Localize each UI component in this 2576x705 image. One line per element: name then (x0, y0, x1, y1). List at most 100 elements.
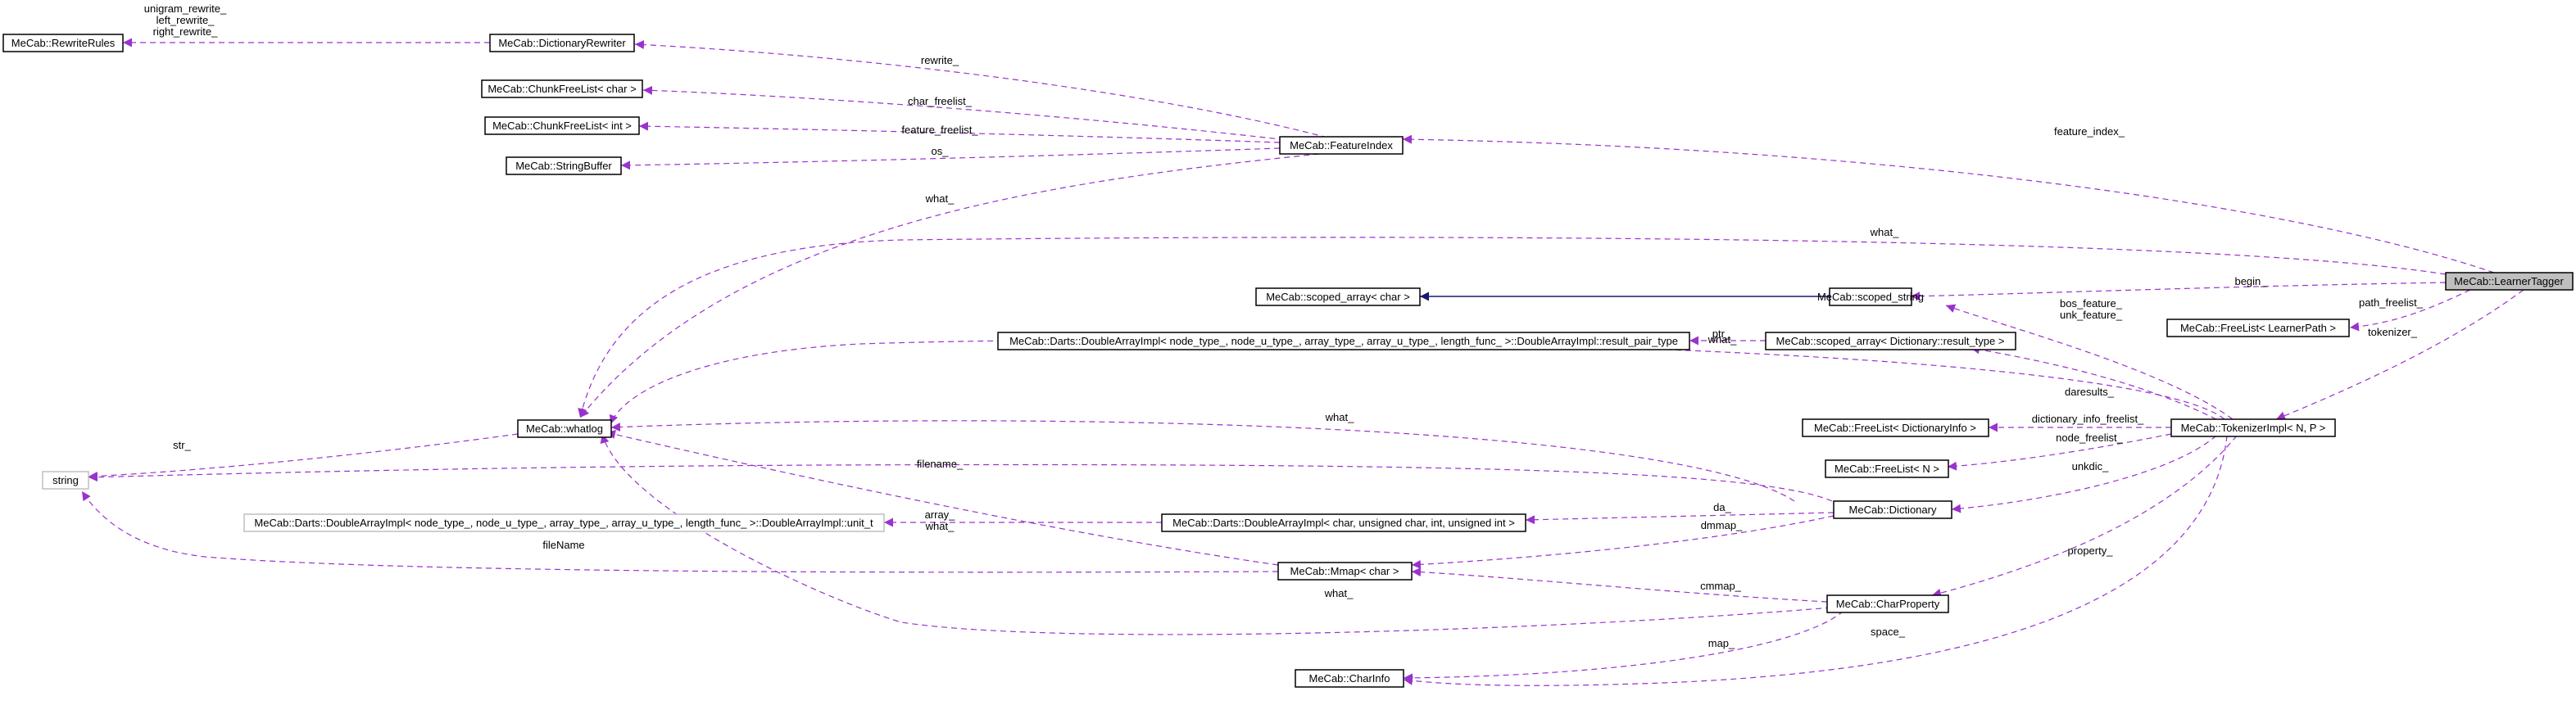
edge-da (1525, 512, 1834, 525)
label-lt-what: what_ (1870, 226, 1899, 238)
node-label: MeCab::Darts::DoubleArrayImpl< char, uns… (1172, 517, 1515, 529)
node-label: MeCab::ChunkFreeList< char > (488, 83, 636, 95)
node-chunk-freelist-int[interactable]: MeCab::ChunkFreeList< int > (484, 116, 640, 135)
edge-tokenizer (2275, 289, 2524, 420)
label-dictionary-info-freelist: dictionary_info_freelist_ (2032, 413, 2144, 425)
edge-unkdic (1951, 435, 2217, 513)
label-space: space_ (1871, 626, 1906, 638)
node-char-info[interactable]: MeCab::CharInfo (1295, 669, 1404, 688)
node-double-array-unit[interactable]: MeCab::Darts::DoubleArrayImpl< node_type… (243, 513, 885, 532)
node-scoped-array-char[interactable]: MeCab::scoped_array< char > (1255, 287, 1421, 306)
edge-path-freelist (2349, 289, 2471, 332)
node-label: MeCab::CharProperty (1836, 598, 1940, 610)
node-label: MeCab::RewriteRules (11, 37, 116, 49)
edge-bos-unk (1945, 304, 2234, 420)
label-unkdic: unkdic_ (2072, 460, 2110, 472)
node-label: MeCab::scoped_string (1817, 291, 1924, 303)
label-str: str_ (173, 439, 191, 451)
edge-os (620, 147, 1281, 170)
node-freelist-dictinfo[interactable]: MeCab::FreeList< DictionaryInfo > (1802, 418, 1989, 437)
edge-feature-index (1402, 134, 2495, 273)
node-feature-index[interactable]: MeCab::FeatureIndex (1279, 136, 1404, 155)
node-double-array-char[interactable]: MeCab::Darts::DoubleArrayImpl< char, uns… (1161, 513, 1526, 532)
node-label: MeCab::StringBuffer (515, 160, 612, 172)
label-rewrite: rewrite_ (921, 54, 959, 66)
edge-node-freelist (1947, 433, 2172, 471)
edge-daresults (1970, 345, 2217, 420)
edge-dict-what (610, 420, 1795, 502)
node-string[interactable]: string (42, 471, 89, 490)
label-feature-freelist: feature_freelist_ (901, 124, 978, 136)
node-label: MeCab::FreeList< DictionaryInfo > (1814, 422, 1976, 434)
node-chunk-freelist-char[interactable]: MeCab::ChunkFreeList< char > (481, 79, 643, 98)
node-label: MeCab::FreeList< N > (1834, 463, 1939, 475)
node-tokenizer-impl[interactable]: MeCab::TokenizerImpl< N, P > (2170, 418, 2336, 437)
node-label: MeCab::Darts::DoubleArrayImpl< node_type… (1009, 335, 1678, 347)
label-char-freelist: char_freelist_ (908, 95, 973, 107)
label-node-freelist: node_freelist_ (2056, 432, 2123, 444)
label-tokenizer: tokenizer_ (2368, 326, 2418, 338)
label-fi-what: what_ (925, 192, 955, 205)
label-bos-unk: bos_feature_unk_feature_ (2060, 297, 2123, 321)
edge-property (1931, 435, 2238, 598)
label-dict-what: what_ (1325, 411, 1354, 423)
node-result-pair-type[interactable]: MeCab::Darts::DoubleArrayImpl< node_type… (997, 332, 1690, 350)
node-whatlog[interactable]: MeCab::whatlog (517, 419, 612, 438)
node-label: MeCab::Mmap< char > (1290, 565, 1399, 577)
node-label: MeCab::FreeList< LearnerPath > (2180, 322, 2336, 334)
edge-str (88, 433, 519, 481)
edge-lt-what (578, 237, 2447, 418)
nodes: MeCab::RewriteRules MeCab::DictionaryRew… (2, 34, 2574, 688)
node-label: string (52, 474, 79, 486)
label-begin: begin_ (2234, 275, 2267, 287)
node-rewrite-rules[interactable]: MeCab::RewriteRules (2, 34, 124, 52)
node-label: MeCab::LearnerTagger (2454, 275, 2564, 287)
node-string-buffer[interactable]: MeCab::StringBuffer (506, 156, 622, 175)
edge-feature-freelist (638, 121, 1281, 143)
node-label: MeCab::scoped_array< char > (1266, 291, 1410, 303)
edge-space (1403, 435, 2228, 686)
edge-char-freelist (642, 85, 1295, 142)
node-label: MeCab::CharInfo (1309, 672, 1390, 685)
label-ptr: ptr_ (1712, 328, 1731, 340)
edge-dmmap (1411, 515, 1834, 569)
label-filename2: fileName (542, 539, 584, 551)
node-label: MeCab::Dictionary (1849, 504, 1937, 516)
node-label: MeCab::TokenizerImpl< N, P > (2181, 422, 2326, 434)
node-label: MeCab::FeatureIndex (1290, 139, 1393, 151)
label-map: map_ (1708, 637, 1735, 649)
node-dictionary[interactable]: MeCab::Dictionary (1833, 500, 1952, 519)
node-freelist-learner-path[interactable]: MeCab::FreeList< LearnerPath > (2166, 319, 2350, 337)
edge-begin (1910, 282, 2447, 301)
label-dmmap: dmmap_ (1701, 519, 1743, 531)
label-rewrite-rules: unigram_rewrite_left_rewrite_right_rewri… (144, 2, 227, 38)
node-label: MeCab::DictionaryRewriter (498, 37, 626, 49)
node-scoped-string[interactable]: MeCab::scoped_string (1817, 287, 1924, 306)
label-feature-index: feature_index_ (2054, 125, 2125, 138)
edge-map (1403, 610, 1844, 683)
node-scoped-array-result[interactable]: MeCab::scoped_array< Dictionary::result_… (1765, 332, 2016, 350)
node-freelist-n[interactable]: MeCab::FreeList< N > (1825, 459, 1949, 478)
node-mmap-char[interactable]: MeCab::Mmap< char > (1277, 562, 1413, 581)
label-mmap-what: what_ (1324, 587, 1354, 599)
label-os: os_ (932, 145, 950, 157)
node-label: MeCab::Darts::DoubleArrayImpl< node_type… (254, 517, 873, 529)
edge-array-what (605, 430, 1279, 566)
node-dictionary-rewriter[interactable]: MeCab::DictionaryRewriter (489, 34, 635, 52)
label-property: property_ (2068, 545, 2114, 557)
label-array-what: array_what_ (925, 508, 956, 532)
edge-filename2 (81, 490, 1279, 573)
edge-filename (88, 463, 1833, 502)
edge-rewrite (634, 40, 1328, 138)
label-filename: filename_ (917, 458, 964, 470)
label-daresults: daresults_ (2065, 386, 2115, 398)
label-path-freelist: path_freelist_ (2359, 296, 2424, 309)
node-learner-tagger[interactable]: MeCab::LearnerTagger (2445, 272, 2574, 291)
node-label: MeCab::scoped_array< Dictionary::result_… (1776, 335, 2005, 347)
edge-ti-what (609, 339, 2225, 425)
node-char-property[interactable]: MeCab::CharProperty (1826, 594, 1949, 613)
edge-cmmap (1411, 567, 1828, 603)
edges (81, 38, 2524, 686)
node-label: MeCab::ChunkFreeList< int > (492, 120, 632, 132)
